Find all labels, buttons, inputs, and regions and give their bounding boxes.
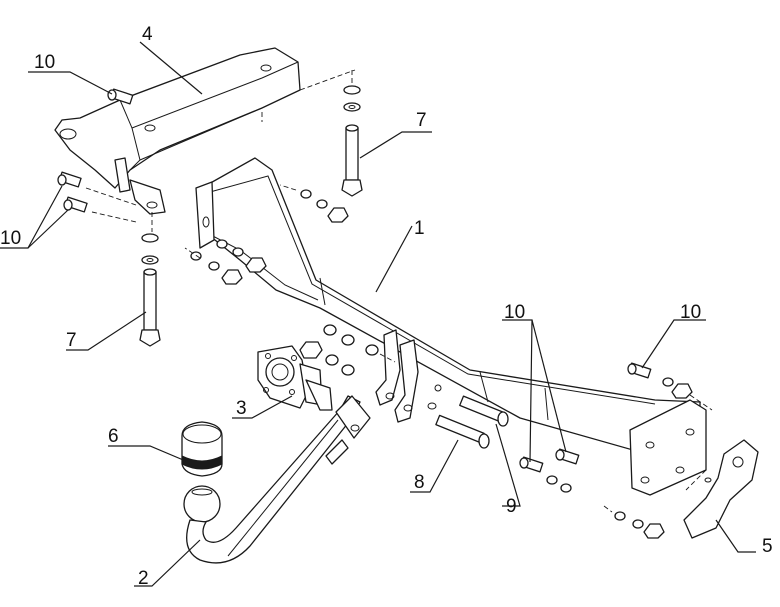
callout-2: 2 — [138, 568, 149, 589]
part-6-ball-cap — [181, 421, 223, 477]
callout-6: 6 — [108, 426, 119, 447]
callout-10-top-left: 10 — [34, 52, 55, 73]
part-1-main-beam — [195, 157, 707, 496]
callout-9: 9 — [506, 496, 517, 517]
callout-7-upper: 7 — [416, 110, 427, 131]
callout-7-lower: 7 — [66, 330, 77, 351]
part-10-nut-stacks-left — [184, 184, 349, 285]
part-10-bolts-right — [519, 362, 713, 539]
part-7-lower-bolt — [139, 212, 161, 347]
callout-3: 3 — [236, 398, 247, 419]
callout-8: 8 — [414, 472, 425, 493]
callout-labels: 4 10 10 7 7 1 3 6 2 8 9 10 10 5 — [0, 24, 773, 589]
part-10-nut-stacks-center — [299, 324, 396, 376]
callout-1: 1 — [414, 218, 425, 239]
part-4-side-bracket — [54, 47, 356, 215]
callout-10-center: 10 — [504, 302, 525, 323]
part-2-tow-ball — [183, 395, 371, 564]
part-10-bolts-upper-left — [57, 88, 137, 223]
part-3-socket-plate — [257, 345, 333, 411]
callout-10-right: 10 — [680, 302, 701, 323]
part-5-right-bracket — [683, 439, 759, 539]
leader-lines — [0, 41, 756, 587]
part-7-upper-bolt — [341, 70, 363, 197]
callout-5: 5 — [762, 536, 773, 557]
part-9-pin — [459, 395, 509, 427]
callout-4: 4 — [142, 24, 153, 45]
part-8-pin — [435, 414, 490, 449]
callout-10-left: 10 — [0, 228, 21, 249]
